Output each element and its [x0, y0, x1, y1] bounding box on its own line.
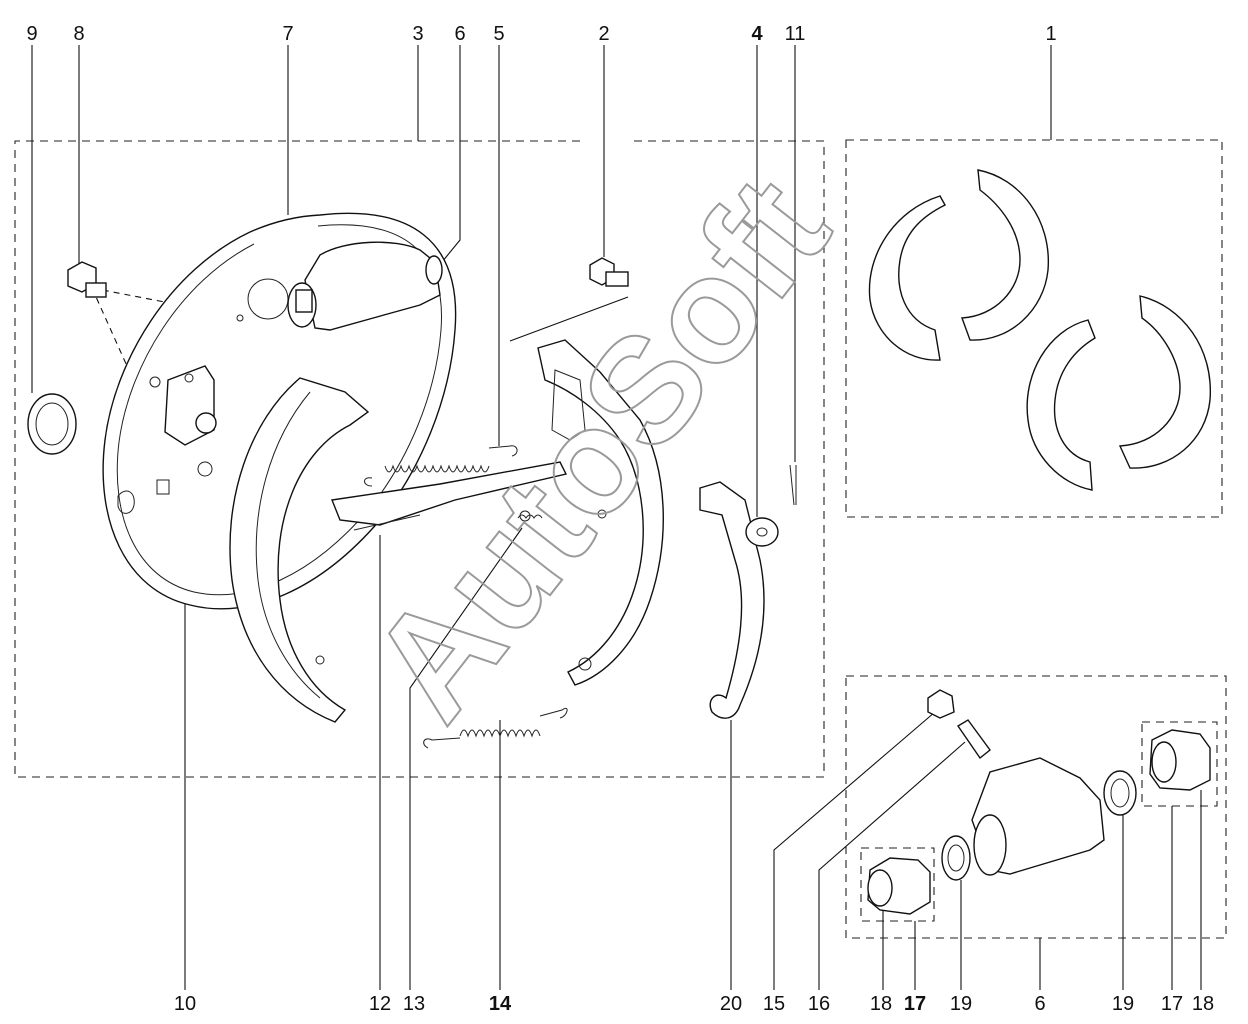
- plug-9: [27, 393, 77, 455]
- callout-5: 5: [493, 23, 504, 45]
- group-boxes: [14, 139, 1227, 939]
- callout-8: 8: [73, 23, 84, 45]
- callout-19-right: 19: [1112, 993, 1134, 1015]
- callout-9: 9: [26, 23, 37, 45]
- callout-18-right: 18: [1192, 993, 1214, 1015]
- callouts-bottom: 10 12 13 14 20 15 16 18 17 19 6 19 17 18: [174, 993, 1214, 1015]
- callout-4: 4: [751, 23, 763, 45]
- callout-1: 1: [1045, 23, 1056, 45]
- callout-7: 7: [282, 23, 293, 45]
- anchor-block: [164, 365, 217, 446]
- callout-16: 16: [808, 993, 830, 1015]
- callout-3: 3: [412, 23, 423, 45]
- small-spring: [517, 510, 543, 522]
- callout-6: 6: [454, 23, 465, 45]
- upper-return-spring: [364, 445, 518, 487]
- wheel-cylinder-mounted: [287, 241, 443, 331]
- piston-seal-box-left: [860, 847, 935, 922]
- callout-17-right: 17: [1161, 993, 1183, 1015]
- brake-shoe-leading: [229, 377, 370, 723]
- piston-seal-box-right: [1141, 721, 1218, 807]
- brake-shoes-kit-box: [845, 139, 1223, 518]
- bolt-2: [589, 257, 629, 287]
- lower-return-spring: [423, 707, 568, 749]
- wheel-cylinder-kit-box: [845, 675, 1227, 939]
- callout-14: 14: [489, 993, 512, 1015]
- brake-shoe-trailing: [537, 339, 664, 686]
- parking-lever: [699, 481, 779, 719]
- callout-10: 10: [174, 993, 196, 1015]
- adjuster-strut: [331, 461, 568, 531]
- cotter-pin: [789, 464, 797, 506]
- callout-2: 2: [598, 23, 609, 45]
- callout-15: 15: [763, 993, 785, 1015]
- main-assembly-box: [14, 140, 825, 778]
- callout-11: 11: [785, 23, 806, 45]
- callout-20: 20: [720, 993, 742, 1015]
- cylinder-kit-parts: [867, 689, 1211, 915]
- callouts-top: 9 8 7 3 6 5 2 4 11 1: [26, 23, 1056, 45]
- callout-18-left: 18: [870, 993, 892, 1015]
- shoe-kit-parts: [868, 169, 1211, 491]
- callout-13: 13: [403, 993, 425, 1015]
- callout-12: 12: [369, 993, 391, 1015]
- callout-6-bottom: 6: [1034, 993, 1045, 1015]
- callout-19-left: 19: [950, 993, 972, 1015]
- callout-17-left: 17: [904, 993, 926, 1015]
- bolt-8: [67, 261, 107, 298]
